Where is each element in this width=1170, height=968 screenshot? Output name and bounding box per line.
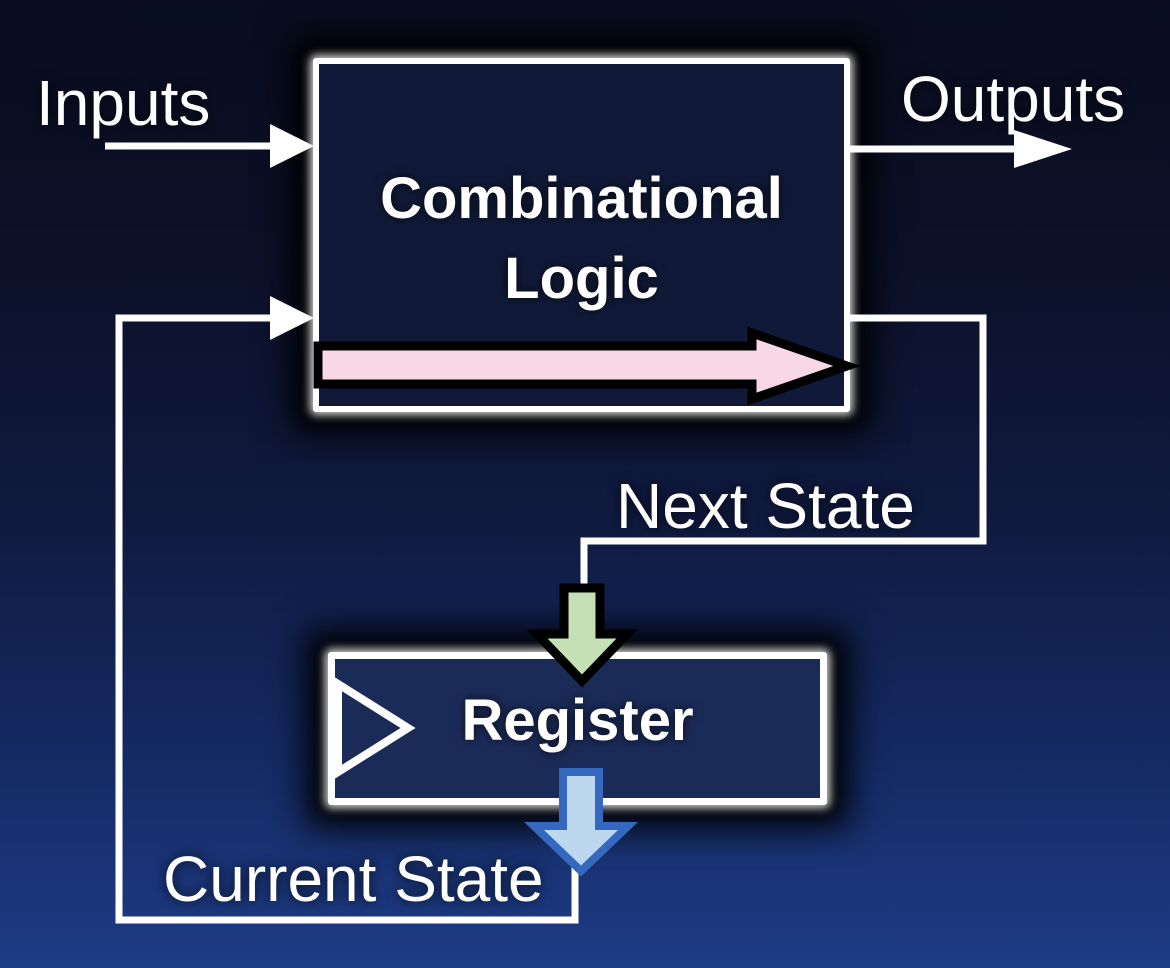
- current-state-label: Current State: [163, 843, 544, 915]
- current-state-arrowhead: [270, 296, 314, 340]
- inputs-arrowhead: [270, 124, 314, 168]
- combinational-logic-title: Combinational Logic: [319, 159, 844, 319]
- outputs-label: Outputs: [901, 63, 1126, 135]
- propagation-delay-arrow: [313, 326, 861, 406]
- current-state-down-arrow: [524, 768, 638, 877]
- clock-input-icon: [334, 676, 416, 780]
- register-title: Register: [461, 688, 694, 753]
- next-state-label: Next State: [616, 470, 915, 542]
- combinational-logic-title-line2: Logic: [504, 246, 659, 311]
- outputs-arrowhead: [1014, 130, 1072, 168]
- next-state-line: [580, 314, 987, 586]
- current-state-feedback-line: [115, 314, 579, 924]
- next-state-down-arrow: [526, 583, 638, 688]
- combinational-logic-title-line1: Combinational: [380, 166, 783, 231]
- inputs-label: Inputs: [36, 67, 211, 139]
